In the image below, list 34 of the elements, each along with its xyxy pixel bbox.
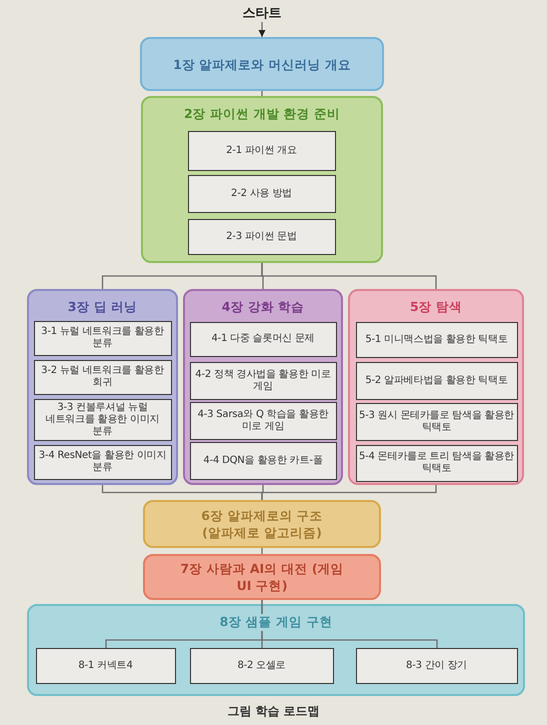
chapter-panel <box>141 96 383 263</box>
connector-line <box>261 600 438 648</box>
chapter-panel <box>348 289 524 485</box>
section-box: 2-2 사용 방법 <box>188 174 336 212</box>
section-box: 3-4 ResNet을 활용한 이미지 분류 <box>34 444 172 480</box>
section-box: 8-1 커넥트4 <box>36 648 176 684</box>
section-box: 5-4 몬테카를로 트리 탐색을 활용한 틱택토 <box>356 444 518 482</box>
section-box: 4-4 DQN을 활용한 카트-폴 <box>190 442 336 480</box>
chapter-box: 1장 알파제로와 머신러닝 개요 <box>140 37 384 91</box>
section-box: 4-1 다중 슬롯머신 문제 <box>190 322 336 356</box>
section-box: 4-3 Sarsa와 Q 학습을 활용한 미로 게임 <box>190 402 336 440</box>
section-box: 8-2 오셀로 <box>190 648 334 684</box>
section-box: 4-2 정책 경사법을 활용한 미로 게임 <box>190 362 336 400</box>
section-box: 3-1 뉴럴 네트워크를 활용한 분류 <box>34 320 172 356</box>
chapter-box: 7장 사람과 AI의 대전 (게임 UI 구현) <box>143 554 381 600</box>
connector-line <box>261 548 263 554</box>
arrow <box>258 22 266 37</box>
section-box: 5-2 알파베타법을 활용한 틱택토 <box>356 362 518 400</box>
connector-line <box>261 263 437 289</box>
section-box: 2-1 파이썬 개요 <box>188 130 336 170</box>
connector-line <box>261 91 263 96</box>
section-box: 3-2 뉴럴 네트워크를 활용한 회귀 <box>34 360 172 394</box>
section-box: 8-3 간이 장기 <box>356 648 518 684</box>
section-box: 5-1 미니맥스법을 활용한 틱택토 <box>356 322 518 358</box>
chapter-panel <box>27 604 525 696</box>
section-box: 3-3 컨볼루셔널 뉴럴 네트워크를 활용한 이미지 분류 <box>34 398 172 440</box>
section-box: 2-3 파이썬 문법 <box>188 218 336 254</box>
start-label: 스타트 <box>232 4 292 22</box>
chapter-panel <box>27 289 178 485</box>
chapter-panel <box>183 289 343 485</box>
caption: 그림 학습 로드맵 <box>226 703 321 720</box>
section-box: 5-3 원시 몬테카를로 탐색을 활용한 틱택토 <box>356 402 518 440</box>
connector-line <box>261 485 437 500</box>
chapter-box: 6장 알파제로의 구조 (알파제로 알고리즘) <box>143 500 381 548</box>
